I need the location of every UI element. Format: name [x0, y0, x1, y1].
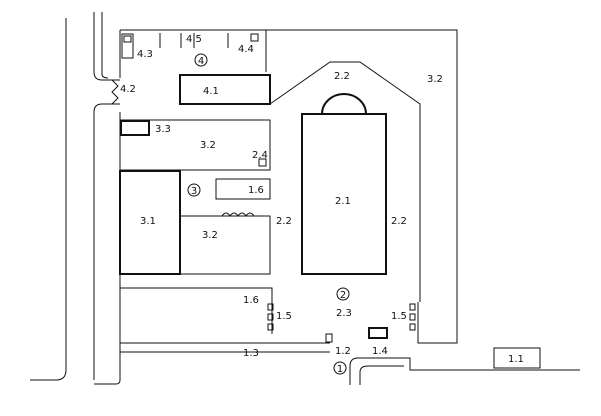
label-1-3: 1.3 [243, 348, 259, 359]
street-line-inner-left-top [93, 12, 120, 81]
street-line-bottom-right2 [359, 365, 404, 385]
area-3-2-top [119, 119, 271, 171]
label-3-1: 3.1 [140, 216, 156, 227]
street-line-outer-left [30, 18, 67, 381]
label-4-4: 4.4 [238, 44, 254, 55]
label-1-1: 1.1 [508, 354, 524, 365]
bench-a [267, 303, 274, 311]
label-1-5-right: 1.5 [391, 311, 407, 322]
street-line-inner-left-bottom [93, 103, 120, 380]
parking-area-4 [120, 29, 267, 72]
label-2-3: 2.3 [336, 308, 352, 319]
label-3-2-right: 3.2 [427, 74, 443, 85]
building-2-1 [301, 113, 387, 275]
bench-b [267, 313, 274, 321]
booth-1-4 [368, 327, 388, 339]
zone-number-3: 3 [191, 186, 197, 197]
bench-f [409, 323, 416, 331]
bench-c [267, 323, 274, 331]
parking-booth-window [123, 35, 132, 43]
parking-booth-4-3 [121, 33, 134, 59]
label-1-5-left: 1.5 [276, 311, 292, 322]
label-2-2-top: 2.2 [334, 71, 350, 82]
label-3-2-top: 3.2 [200, 140, 216, 151]
gate-zigzag [111, 79, 119, 105]
label-2-2-left: 2.2 [276, 216, 292, 227]
kiosk-4-4 [250, 33, 259, 42]
zone-number-2: 2 [340, 290, 346, 301]
street-line-inner-left-bottom2 [94, 112, 121, 385]
area-2-boundary [269, 61, 421, 302]
building-4-1 [179, 74, 271, 105]
label-2-1: 2.1 [335, 196, 351, 207]
label-2-2-right: 2.2 [391, 216, 407, 227]
area-3-2-middle [179, 215, 271, 275]
label-4-1: 4.1 [203, 86, 219, 97]
item-2-4 [258, 158, 267, 167]
street-line-bottom-right [349, 357, 580, 385]
dome [321, 93, 367, 115]
bench-d [409, 303, 416, 311]
label-1-6-top: 1.6 [248, 185, 264, 196]
label-1-2: 1.2 [335, 346, 351, 357]
label-1-6-bottom: 1.6 [243, 295, 259, 306]
street-line-inner-left-top2 [101, 12, 109, 79]
label-1-4: 1.4 [372, 346, 388, 357]
area-1-6-bottom [120, 287, 273, 334]
zone-marker-1 [333, 361, 347, 375]
label-4-5: 4.5 [186, 34, 202, 45]
building-1-6-top [215, 178, 271, 200]
building-3-3 [120, 120, 150, 136]
zone-number-1: 1 [337, 364, 343, 375]
building-1-1 [493, 347, 541, 369]
label-2-4: 2.4 [252, 150, 268, 161]
zone-marker-3 [187, 183, 201, 197]
label-4-2: 4.2 [120, 84, 136, 95]
zone-marker-4 [194, 53, 208, 67]
site-boundary [120, 29, 458, 344]
roof-bumps [221, 212, 255, 217]
label-3-2-middle: 3.2 [202, 230, 218, 241]
zone-marker-2 [336, 287, 350, 301]
gate-post [325, 333, 333, 343]
bench-e [409, 313, 416, 321]
zone-number-4: 4 [198, 56, 204, 67]
label-3-3: 3.3 [155, 124, 171, 135]
label-4-3: 4.3 [137, 49, 153, 60]
